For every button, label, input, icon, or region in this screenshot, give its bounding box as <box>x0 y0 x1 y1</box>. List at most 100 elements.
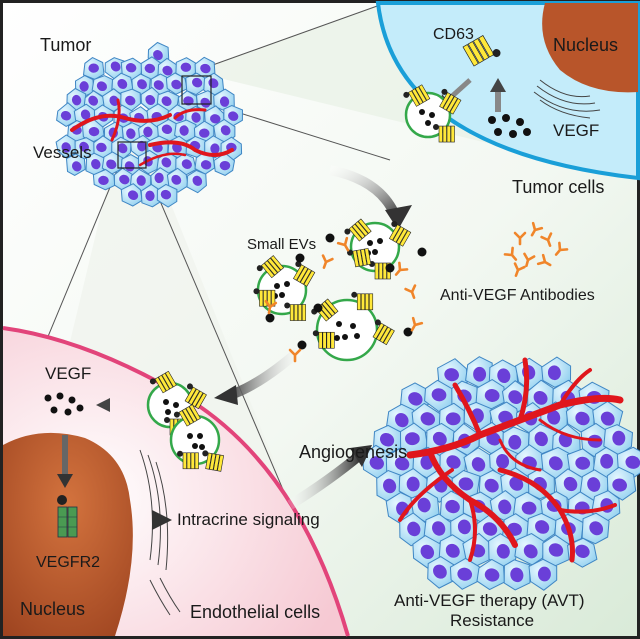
cd63-marker <box>312 330 335 349</box>
tumor-cell-nucleus <box>143 126 153 138</box>
tumor-cell-nucleus <box>161 96 172 107</box>
arrow-intracrine-head <box>152 510 172 530</box>
tumor-cell-nucleus <box>431 388 447 402</box>
tumor-cell-nucleus <box>575 411 590 426</box>
tumor-cell-nucleus <box>179 125 189 136</box>
blood-vessel <box>138 152 187 167</box>
arrow-release-vegf-head <box>96 398 110 412</box>
vegfr2-receptor <box>57 495 78 538</box>
tumor-cell-nucleus <box>145 190 155 202</box>
ev-cargo-vegf <box>377 238 383 244</box>
tumor-cell-nucleus <box>473 366 487 382</box>
blood-vessel <box>110 98 121 142</box>
tumor-cell-nucleus <box>404 432 420 446</box>
tumor-cell-nucleus <box>508 434 522 450</box>
tumor-cell-nucleus <box>457 519 471 535</box>
ev-cargo-vegf <box>342 334 348 340</box>
tumor-cell-nucleus <box>497 368 511 384</box>
tumor-cell-nucleus <box>71 161 82 172</box>
tumor-cell-nucleus <box>180 62 192 72</box>
ev-group <box>146 84 462 472</box>
blood-vessel <box>538 418 602 442</box>
label-small-evs: Small EVs <box>247 236 317 253</box>
tumor-cell-nucleus <box>60 110 72 121</box>
ev-cargo-vegf <box>284 281 290 287</box>
blood-vessel <box>558 503 617 514</box>
tumor-cell-nucleus <box>110 61 121 72</box>
blood-vessel <box>173 108 207 120</box>
cd63-marker <box>372 319 395 346</box>
ev-cargo-vegf <box>173 402 179 408</box>
tumor-cell-nucleus <box>162 65 173 76</box>
blood-vessel <box>498 438 542 472</box>
tumor-cell-nucleus <box>160 189 172 200</box>
cd63-marker <box>351 291 374 311</box>
tumor-cell-nucleus <box>457 567 473 581</box>
tumor-cell-nucleus <box>125 63 137 73</box>
ev-cargo-vegf <box>192 443 198 449</box>
tumor-cell-nucleus <box>563 476 578 492</box>
ev-cargo-vegf <box>350 323 356 329</box>
tumor-cell-nucleus <box>394 457 410 471</box>
cd63-marker <box>439 88 462 115</box>
anti-vegf-antibody <box>410 316 424 332</box>
tumor-cell-nucleus <box>471 457 486 472</box>
free-vegf <box>295 253 305 263</box>
ev-cargo-vegf <box>419 109 425 115</box>
cd63-marker <box>347 248 372 268</box>
tumor-cell-nucleus <box>106 159 117 170</box>
anti-vegf-antibody <box>321 254 334 269</box>
ev-cargo-vegf <box>429 112 435 118</box>
tumor-cell-nucleus <box>191 77 203 88</box>
tumor-cell-nucleus <box>183 96 194 106</box>
arrow-tumor-to-evs <box>328 165 400 218</box>
free-vegf <box>385 263 395 273</box>
tumor-cell-nucleus <box>71 94 82 106</box>
anti-vegf-antibody <box>503 246 518 261</box>
tumor-cell-nucleus <box>127 190 139 201</box>
zoom-line-top-1 <box>181 4 381 77</box>
vegf-dots-top <box>488 114 531 138</box>
tumor-cell-nucleus <box>600 453 614 469</box>
ev-cargo-vegf <box>163 399 169 405</box>
label-avt: Anti-VEGF therapy (AVT) <box>394 591 585 610</box>
tumor-cell-nucleus <box>228 111 239 121</box>
tumor-cell-nucleus <box>408 392 423 406</box>
cd63-marker <box>253 288 276 307</box>
tumor-cell-nucleus <box>523 544 538 559</box>
ev-cargo-vegf <box>354 333 360 339</box>
blood-vessel <box>517 357 530 423</box>
vegf-dots-endothelial <box>44 392 84 416</box>
blood-vessel <box>558 368 592 407</box>
tumor-cell-nucleus <box>395 412 409 428</box>
tumor-cell-nucleus <box>534 431 548 447</box>
tumor-cell-nucleus <box>432 431 447 446</box>
tumor-cell-nucleus <box>548 543 564 557</box>
label-vessels: Vessels <box>33 143 92 162</box>
er-lines-bottom <box>139 449 181 616</box>
tumor-cell-nucleus <box>161 124 173 135</box>
label-tumor: Tumor <box>40 35 92 55</box>
tumor-cell-nucleus <box>125 95 136 106</box>
cd63-protein <box>462 35 501 67</box>
tumor-cell-nucleus <box>119 174 130 185</box>
free-vegf <box>297 340 307 350</box>
tumor-cell-nucleus <box>220 125 231 136</box>
tumor-cell-nucleus <box>200 160 212 170</box>
anti-vegf-antibody <box>536 253 552 267</box>
arrow-vegf-up-head <box>490 78 506 92</box>
tumor-cell-nucleus <box>96 81 107 92</box>
tumor-cell-nucleus <box>136 175 146 186</box>
arrow-angiogenesis-head <box>350 445 372 467</box>
tumor-cell-nucleus <box>137 140 147 152</box>
tumor-cell-nucleus <box>432 521 446 536</box>
blood-vessel <box>70 113 172 132</box>
tumor-cell-nucleus <box>484 568 500 582</box>
cd63-marker <box>149 370 177 394</box>
anti-vegf-antibody <box>264 299 278 315</box>
cd63-marker <box>284 302 307 321</box>
tumor-cell-nucleus <box>124 161 135 172</box>
tumor-cell-nucleus <box>126 128 136 139</box>
